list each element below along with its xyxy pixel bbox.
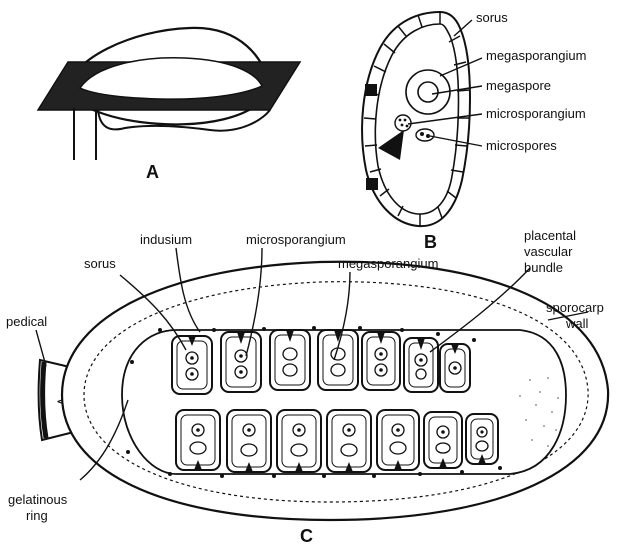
label-gelatinous-2: ring xyxy=(26,508,48,523)
label-sporocarp-2: wall xyxy=(565,316,589,331)
panel-b-microspore xyxy=(420,132,424,136)
panel-b-microsporangium xyxy=(395,115,411,131)
label-sorus-b: sorus xyxy=(476,10,508,25)
sorus-lower xyxy=(327,410,371,472)
sorus-upper xyxy=(318,330,358,390)
sorus-upper xyxy=(362,332,400,390)
sorus-lower xyxy=(424,412,462,468)
panel-b-megaspore xyxy=(418,82,438,102)
label-pedicel: pedical xyxy=(6,314,47,329)
sorus-upper xyxy=(221,332,261,392)
sorus-lower xyxy=(277,410,321,472)
label-microsporangium-b: microsporangium xyxy=(486,106,586,121)
panel-a-letter: A xyxy=(146,162,159,182)
panel-c: < xyxy=(6,228,608,546)
panel-b-dark-patch xyxy=(365,84,377,96)
panel-b: sorus megasporangium megaspore microspor… xyxy=(362,10,586,252)
label-microspores-b: microspores xyxy=(486,138,557,153)
label-megaspore-b: megaspore xyxy=(486,78,551,93)
sorus-lower xyxy=(377,410,419,470)
panel-b-letter: B xyxy=(424,232,437,252)
label-sorus-c: sorus xyxy=(84,256,116,271)
panel-b-dark-patch xyxy=(366,178,378,190)
sorus-lower xyxy=(466,414,498,464)
label-placental-3: bundle xyxy=(524,260,563,275)
label-indusium: indusium xyxy=(140,232,192,247)
sorus-lower xyxy=(176,410,220,470)
label-placental-2: vascular xyxy=(524,244,573,259)
sorus-upper xyxy=(270,330,310,390)
label-sporocarp-1: sporocarp xyxy=(546,300,604,315)
label-microsporangium-c: microsporangium xyxy=(246,232,346,247)
panel-b-microspore xyxy=(426,134,430,138)
sorus-lower xyxy=(227,410,271,472)
label-placental-1: placental xyxy=(524,228,576,243)
label-megasporangium-b: megasporangium xyxy=(486,48,586,63)
panel-a: A xyxy=(38,28,300,182)
panel-c-letter: C xyxy=(300,526,313,546)
sorus-upper xyxy=(404,338,438,392)
sorus-upper xyxy=(172,336,212,394)
label-gelatinous-1: gelatinous xyxy=(8,492,68,507)
sorus-upper xyxy=(440,344,470,392)
label-megasporangium-c: megasporangium xyxy=(338,256,438,271)
panel-a-pedicel xyxy=(74,108,96,160)
panel-b-microspores xyxy=(416,129,434,141)
